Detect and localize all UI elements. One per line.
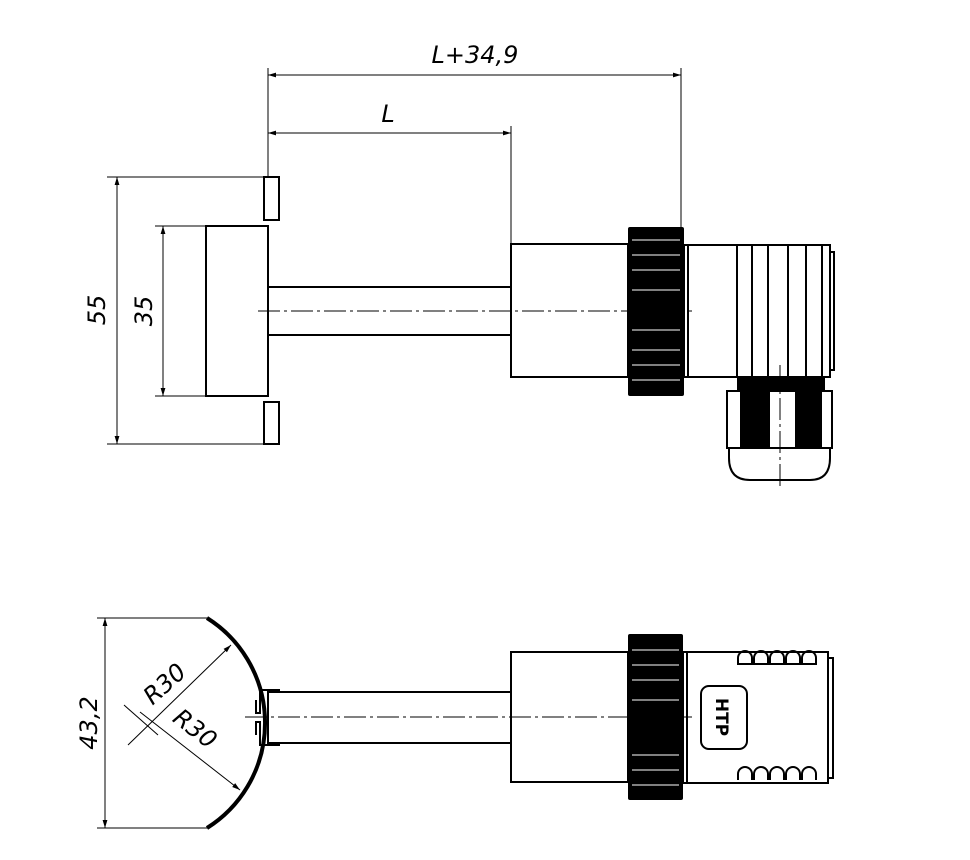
top-view: L+34,9 L 55 35 [83,41,835,490]
dimension-label-length: L [381,100,394,128]
flange-tab-top [263,176,280,221]
dimension-radius: R30 R30 [123,644,241,791]
dimension-width: 43,2 [75,617,208,829]
shaft-clip [255,689,280,746]
bottom-view: 43,2 R30 R30 [75,616,834,830]
dimension-body-height: 35 [130,225,206,397]
dimension-length: L [268,100,512,244]
cable-gland [726,365,833,490]
dimension-label-total-length: L+34,9 [432,41,519,69]
curved-mounting-plate [205,616,267,830]
brand-label-frame [700,685,748,750]
dimension-label-radius-1: R30 [138,658,192,710]
dimension-label-body-height: 35 [130,296,158,327]
connector-bottom: НТР [682,650,834,784]
dimension-total-length: L+34,9 [267,41,682,228]
dimension-label-width: 43,2 [75,696,103,749]
dimension-flange-height: 55 [83,176,264,445]
dimension-label-radius-2: R30 [168,703,222,754]
dimension-label-flange-height: 55 [83,295,111,326]
brand-label: НТР [711,698,731,736]
flange-tab-bottom [263,401,280,445]
angled-connector [683,244,835,378]
